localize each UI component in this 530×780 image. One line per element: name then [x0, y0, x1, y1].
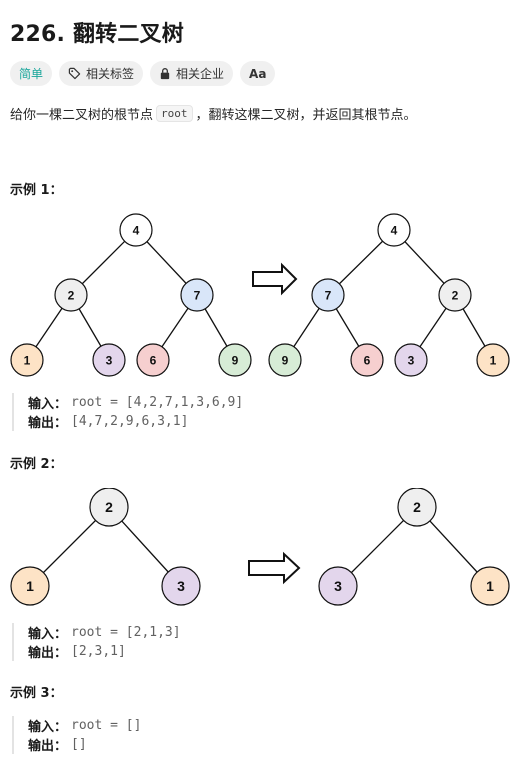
- tree-node: [311, 278, 345, 312]
- tree-node-label: 4: [391, 223, 398, 237]
- example-3-io: 输入：root = [] 输出：[]: [12, 716, 141, 754]
- tree-node: [470, 566, 510, 606]
- tree-node: [350, 343, 384, 377]
- tree-node-label: 3: [408, 353, 415, 367]
- tree-node-label: 9: [282, 353, 289, 367]
- tree-node-label: 3: [334, 578, 342, 594]
- tree-node: [54, 278, 88, 312]
- right-arrow-icon: [252, 262, 298, 296]
- input-label: 输入：: [28, 720, 68, 735]
- input-value: root = []: [71, 718, 142, 733]
- tree-node-label: 7: [194, 288, 201, 302]
- difficulty-badge[interactable]: 简单: [10, 61, 53, 86]
- output-value: [4,7,2,9,6,3,1]: [71, 414, 189, 429]
- tree-node: [10, 343, 44, 377]
- tree-node-label: 2: [68, 288, 75, 302]
- tree-node: [268, 343, 302, 377]
- tree-node-label: 6: [364, 353, 371, 367]
- tree-node-label: 4: [133, 223, 140, 237]
- tree-node: [397, 488, 437, 527]
- input-value: root = [4,2,7,1,3,6,9]: [71, 395, 244, 410]
- tree-node: [10, 566, 50, 606]
- related-companies-button[interactable]: 相关企业: [150, 61, 234, 86]
- tag-icon: [68, 67, 81, 80]
- output-label: 输出：: [28, 739, 68, 754]
- tree-node: [136, 343, 170, 377]
- problem-description: 给你一棵二叉树的根节点 root ，翻转这棵二叉树，并返回其根节点。: [10, 104, 417, 123]
- tree-node: [476, 343, 510, 377]
- translate-button[interactable]: Aa: [240, 61, 276, 86]
- example-1-title: 示例 1：: [10, 183, 63, 198]
- example-2-diagram: 2 1 3 2 3 1: [10, 488, 510, 606]
- translate-icon: Aa: [249, 66, 267, 81]
- example-2-title: 示例 2：: [10, 457, 63, 472]
- example-2-io: 输入：root = [2,1,3] 输出：[2,3,1]: [12, 623, 181, 661]
- right-arrow-icon: [248, 551, 301, 585]
- lock-icon: [160, 68, 170, 80]
- tree-node: [161, 566, 201, 606]
- tree-node: [89, 488, 129, 527]
- output-value: []: [71, 737, 87, 752]
- tree-node: [318, 566, 358, 606]
- tree-node-label: 1: [26, 578, 34, 594]
- output-label: 输出：: [28, 646, 68, 661]
- tree-node: [394, 343, 428, 377]
- tree-node-label: 9: [232, 353, 239, 367]
- tree-after: 4 7 2 9 6 3 1: [268, 213, 510, 377]
- tree-node-label: 3: [106, 353, 113, 367]
- tree-node: [218, 343, 252, 377]
- tree-node-label: 1: [24, 353, 31, 367]
- tag-bar: 简单 相关标签 相关企业 Aa: [10, 61, 276, 86]
- tree-node-label: 2: [452, 288, 459, 302]
- description-text-before: 给你一棵二叉树的根节点: [10, 108, 154, 123]
- output-value: [2,3,1]: [71, 644, 126, 659]
- tree-before: 2 1 3: [10, 488, 201, 606]
- tree-node-label: 2: [413, 499, 421, 515]
- problem-title: 226. 翻转二叉树: [10, 22, 184, 47]
- tree-node-label: 1: [486, 578, 494, 594]
- related-tags-label: 相关标签: [86, 67, 135, 81]
- tree-node: [180, 278, 214, 312]
- tree-node: [119, 213, 153, 247]
- tree-node-label: 2: [105, 499, 113, 515]
- related-companies-label: 相关企业: [176, 67, 225, 81]
- description-text-after: ，翻转这棵二叉树，并返回其根节点。: [195, 108, 417, 123]
- example-1-diagram: 4 2 7 1 3 6 9 4 7 2 9 6 3 1: [10, 213, 510, 377]
- tree-node-label: 6: [150, 353, 157, 367]
- tree-node: [92, 343, 126, 377]
- tree-node-label: 3: [177, 578, 185, 594]
- example-3-title: 示例 3：: [10, 686, 63, 701]
- output-label: 输出：: [28, 416, 68, 431]
- tree-before: 4 2 7 1 3 6 9: [10, 213, 252, 377]
- related-tags-button[interactable]: 相关标签: [59, 61, 144, 86]
- input-value: root = [2,1,3]: [71, 625, 181, 640]
- tree-node-label: 7: [325, 288, 332, 302]
- input-label: 输入：: [28, 397, 68, 412]
- tree-after: 2 3 1: [318, 488, 510, 606]
- input-label: 输入：: [28, 627, 68, 642]
- tree-node-label: 1: [490, 353, 497, 367]
- description-code: root: [156, 105, 193, 122]
- tree-node: [438, 278, 472, 312]
- example-1-io: 输入：root = [4,2,7,1,3,6,9] 输出：[4,7,2,9,6,…: [12, 393, 243, 431]
- tree-node: [377, 213, 411, 247]
